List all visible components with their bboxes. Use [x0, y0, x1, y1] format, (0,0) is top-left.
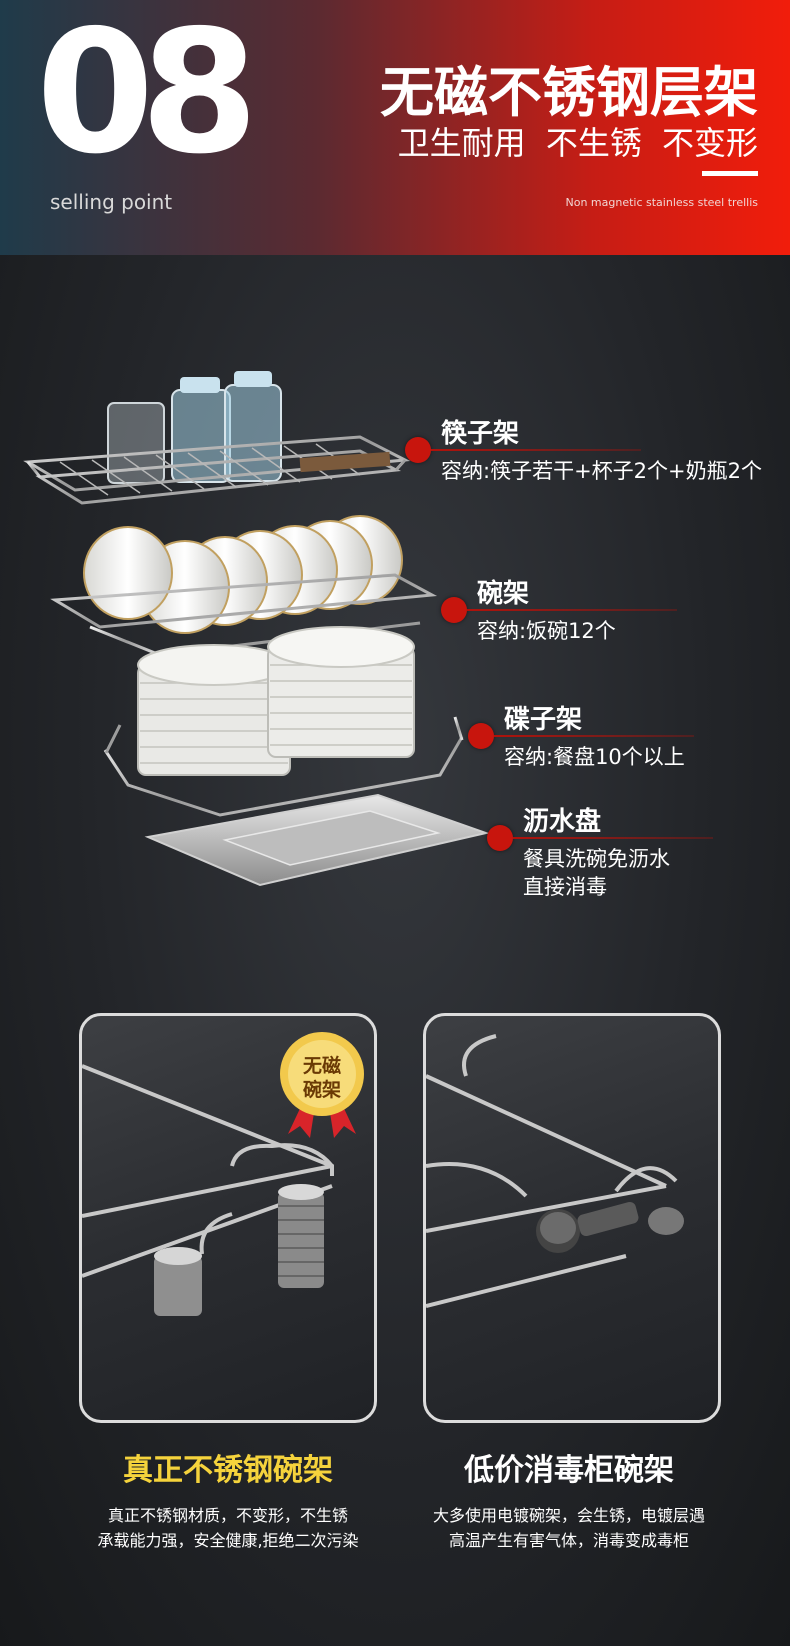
label-desc: 容纳:饭碗12个	[477, 619, 616, 643]
label-desc: 餐具洗碗免沥水 直接消毒	[523, 845, 670, 901]
main-section: 筷子架 容纳:筷子若干+杯子2个+奶瓶2个 碗架 容纳:饭碗12个 碟子架 容纳…	[0, 255, 790, 1646]
no-magnetic-badge: 无磁 碗架	[280, 1030, 364, 1140]
caption-title-stainless: 真正不锈钢碗架	[123, 1453, 333, 1488]
english-subtitle: Non magnetic stainless steel trellis	[565, 196, 758, 209]
label-desc: 容纳:筷子若干+杯子2个+奶瓶2个	[441, 459, 762, 483]
caption-line: 高温产生有害气体，消毒变成毒柜	[448, 1531, 689, 1550]
magnet-stuck	[536, 1201, 684, 1253]
magnets	[154, 1184, 324, 1316]
red-dot-marker	[468, 723, 494, 749]
chopsticks	[299, 451, 391, 473]
cups-bottles	[107, 371, 282, 484]
label-desc: 容纳:餐盘10个以上	[504, 745, 685, 769]
label-name: 筷子架	[441, 419, 520, 449]
red-dot-marker	[441, 597, 467, 623]
caption-line: 大多使用电镀碗架，会生锈，电镀层遇	[432, 1506, 705, 1525]
label-name: 碗架	[477, 579, 530, 609]
section-number: 08	[36, 0, 259, 192]
header-banner: 08 selling point 无磁不锈钢层架 卫生耐用 不生锈 不变形 No…	[0, 0, 790, 255]
chopstick-rack-wires	[59, 443, 361, 496]
red-dot-marker	[487, 825, 513, 851]
leader-line	[494, 735, 694, 737]
label-desc-line: 直接消毒	[523, 875, 607, 899]
caption-desc-stainless: 真正不锈钢材质，不变形，不生锈 承载能力强，安全健康,拒绝二次污染	[58, 1503, 398, 1553]
stainless-rack-photo	[82, 1064, 334, 1316]
leader-line	[431, 449, 641, 451]
label-name: 碟子架	[504, 705, 583, 735]
page-title: 无磁不锈钢层架	[380, 61, 758, 124]
drip-tray	[144, 793, 490, 887]
label-desc-line: 餐具洗碗免沥水	[523, 847, 670, 871]
leader-line	[467, 609, 677, 611]
red-dot-marker	[405, 437, 431, 463]
caption-line: 承载能力强，安全健康,拒绝二次污染	[97, 1531, 359, 1550]
badge-line: 碗架	[302, 1079, 341, 1101]
rack-illustration	[23, 371, 490, 887]
caption-title-plated: 低价消毒柜碗架	[464, 1453, 674, 1488]
caption-line: 真正不锈钢材质，不变形，不生锈	[107, 1506, 348, 1525]
chopstick-rack	[23, 435, 411, 505]
title-underline	[702, 171, 758, 176]
compare-card-stainless: 无磁 碗架	[79, 1013, 377, 1423]
compare-card-plated	[423, 1013, 721, 1423]
caption-desc-plated: 大多使用电镀碗架，会生锈，电镀层遇 高温产生有害气体，消毒变成毒柜	[399, 1503, 739, 1553]
bowls	[83, 515, 403, 634]
selling-point-label: selling point	[50, 190, 173, 214]
page-subtitle: 卫生耐用 不生锈 不变形	[397, 124, 758, 162]
plate-rack	[103, 716, 464, 817]
plated-rack-photo	[426, 1034, 684, 1308]
badge-line: 无磁	[302, 1055, 341, 1077]
plates	[137, 626, 415, 776]
leader-line	[513, 837, 713, 839]
label-name: 沥水盘	[523, 807, 602, 837]
